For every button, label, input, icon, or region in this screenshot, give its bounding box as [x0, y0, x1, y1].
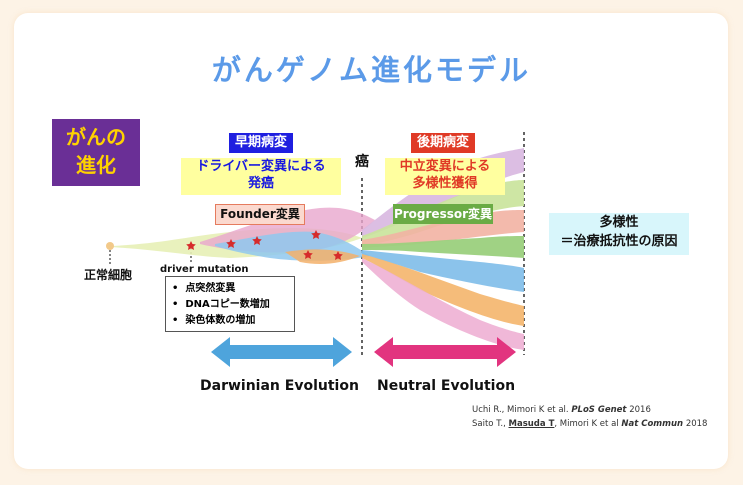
neutral-evolution-label: Neutral Evolution	[377, 378, 516, 394]
side-label-line1: がんの	[66, 125, 126, 149]
star-2	[226, 239, 236, 248]
normal-cell-label: 正常細胞	[84, 268, 133, 282]
branch-green	[362, 236, 524, 258]
star-1	[186, 241, 196, 250]
reference-2: Saito T., Masuda T, Mimori K et al Nat C…	[472, 419, 708, 429]
late-lesion-tag: 後期病変	[411, 133, 475, 153]
star-6	[333, 251, 343, 260]
clone-orange	[285, 249, 360, 264]
darwinian-arrow	[211, 337, 352, 367]
diversity-outcome-box: 多様性 ＝治療抵抗性の原因	[549, 213, 689, 255]
branch-blue	[362, 250, 524, 292]
driver-stars	[186, 230, 343, 260]
progressor-mutation-box: Progressor変異	[393, 204, 493, 224]
late-description: 中立変異による 多様性獲得	[385, 158, 505, 195]
mutation-type-item: • 点突然変異	[172, 283, 236, 294]
mutation-types-box: • 点突然変異 • DNAコピー数増加 • 染色体数の増加	[165, 276, 295, 332]
late-desc-line1: 中立変異による	[399, 159, 491, 174]
mutation-type-item: • 染色体数の増加	[172, 315, 256, 326]
early-lesion-tag: 早期病変	[229, 133, 293, 153]
reference-1: Uchi R., Mimori K et al. PLoS Genet 2016	[472, 405, 651, 415]
page-title: がんゲノム進化モデル	[211, 53, 532, 87]
neutral-arrow	[374, 337, 516, 367]
branch-pink	[362, 258, 524, 350]
star-5	[303, 250, 313, 259]
side-label-line2: 進化	[76, 153, 116, 177]
star-3	[252, 236, 262, 245]
normal-cell-dot	[106, 242, 114, 250]
outcome-line2: ＝治療抵抗性の原因	[560, 234, 678, 249]
late-desc-line2: 多様性獲得	[412, 176, 478, 191]
driver-mutation-label: driver mutation	[160, 264, 249, 275]
early-desc-line2: 発癌	[247, 176, 274, 191]
branch-orange	[362, 254, 524, 326]
early-description: ドライバー変異による 発癌	[181, 158, 341, 195]
cancer-evolution-label: がんの 進化	[52, 119, 140, 186]
early-desc-line1: ドライバー変異による	[196, 159, 326, 174]
mutation-type-item: • DNAコピー数増加	[172, 299, 270, 310]
darwinian-evolution-label: Darwinian Evolution	[200, 378, 359, 394]
star-4	[311, 230, 321, 239]
outcome-line1: 多様性	[599, 215, 639, 230]
founder-mutation-box: Founder変異	[215, 204, 305, 225]
cancer-label: 癌	[355, 154, 369, 170]
